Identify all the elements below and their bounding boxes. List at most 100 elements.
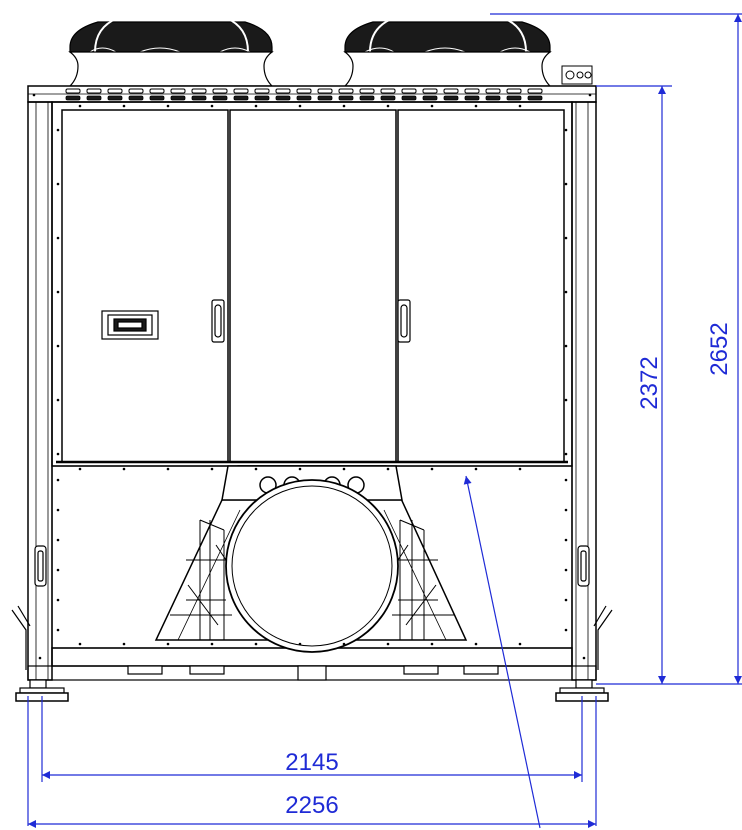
door-handle-left bbox=[211, 299, 225, 343]
bolt-hole bbox=[56, 478, 60, 482]
bolt-hole bbox=[518, 467, 522, 471]
side-handle-right bbox=[577, 545, 590, 587]
bolt-hole bbox=[518, 104, 522, 108]
top-rail-slots bbox=[65, 88, 543, 101]
bolt-hole bbox=[254, 467, 258, 471]
bolt-hole bbox=[564, 538, 568, 542]
rail-slot bbox=[443, 88, 459, 101]
bolt-hole bbox=[474, 467, 478, 471]
bolt-hole bbox=[122, 467, 126, 471]
dim-base-width: 2145 bbox=[285, 749, 338, 776]
leg-right bbox=[555, 605, 613, 702]
bolt-hole bbox=[430, 642, 434, 646]
bolt-hole bbox=[56, 598, 60, 602]
bolt-hole bbox=[564, 478, 568, 482]
leader-line bbox=[463, 475, 541, 829]
dim-frame-height: 2372 bbox=[636, 356, 663, 409]
junction-box bbox=[561, 65, 593, 85]
bolt-hole bbox=[298, 467, 302, 471]
rail-slot bbox=[170, 88, 186, 101]
rail-slot bbox=[401, 88, 417, 101]
bolt-hole bbox=[122, 104, 126, 108]
side-handle-left bbox=[34, 545, 47, 587]
bolt-hole bbox=[78, 642, 82, 646]
bolt-hole bbox=[564, 508, 568, 512]
bolt-hole bbox=[122, 642, 126, 646]
bolt-hole bbox=[582, 656, 586, 660]
bolt-hole bbox=[342, 642, 346, 646]
rail-slot bbox=[65, 88, 81, 101]
dim-overall-height: 2652 bbox=[706, 322, 733, 375]
rail-slot bbox=[191, 88, 207, 101]
bolt-hole bbox=[386, 104, 390, 108]
bolt-hole bbox=[56, 538, 60, 542]
bolt-hole bbox=[430, 104, 434, 108]
brace-line bbox=[405, 584, 437, 626]
rail-slot bbox=[254, 88, 270, 101]
dimension-lines bbox=[27, 13, 742, 829]
rail-slot bbox=[275, 88, 291, 101]
bolt-hole bbox=[386, 467, 390, 471]
bolt-hole bbox=[474, 642, 478, 646]
bolt-hole bbox=[210, 642, 214, 646]
bolt-hole bbox=[298, 642, 302, 646]
bolt-hole bbox=[474, 104, 478, 108]
bolt-hole bbox=[56, 628, 60, 632]
bolt-hole bbox=[78, 467, 82, 471]
rail-slot bbox=[380, 88, 396, 101]
bolt-hole bbox=[564, 568, 568, 572]
fan-left bbox=[68, 17, 274, 87]
bolt-hole bbox=[254, 104, 258, 108]
bolt-hole bbox=[298, 104, 302, 108]
rail-slot bbox=[296, 88, 312, 101]
bolt-hole bbox=[564, 344, 568, 348]
bolt-hole bbox=[56, 182, 60, 186]
door-panels bbox=[56, 109, 568, 464]
bolt-hole bbox=[78, 104, 82, 108]
bolt-hole bbox=[564, 598, 568, 602]
bolt-hole bbox=[564, 236, 568, 240]
fan-right bbox=[343, 17, 552, 87]
rail-slot bbox=[149, 88, 165, 101]
rail-slot bbox=[212, 88, 228, 101]
rail-slot bbox=[422, 88, 438, 101]
bolt-hole bbox=[38, 656, 42, 660]
rail-slot bbox=[464, 88, 480, 101]
bolt-hole bbox=[56, 128, 60, 132]
rail-slot bbox=[338, 88, 354, 101]
bolt-hole bbox=[210, 467, 214, 471]
brace-line bbox=[399, 519, 425, 531]
rail-slot bbox=[86, 88, 102, 101]
bolt-hole bbox=[56, 236, 60, 240]
rail-slot bbox=[485, 88, 501, 101]
brace-line bbox=[199, 519, 225, 531]
bolt-hole bbox=[342, 104, 346, 108]
bolt-hole bbox=[56, 568, 60, 572]
rail-slot bbox=[506, 88, 522, 101]
bolt-hole bbox=[56, 452, 60, 456]
rail-slot bbox=[359, 88, 375, 101]
bolt-hole bbox=[564, 628, 568, 632]
bolt-hole bbox=[386, 642, 390, 646]
bolt-hole bbox=[518, 642, 522, 646]
door-lock-plate bbox=[101, 310, 159, 340]
bolt-hole bbox=[32, 93, 36, 97]
leg-left bbox=[11, 605, 69, 702]
rail-slot bbox=[233, 88, 249, 101]
rail-slot bbox=[107, 88, 123, 101]
bolt-hole bbox=[588, 93, 592, 97]
rail-slot bbox=[317, 88, 333, 101]
brace-line bbox=[187, 584, 219, 626]
dim-overall-width: 2256 bbox=[285, 792, 338, 819]
rail-slot bbox=[128, 88, 144, 101]
bolt-hole bbox=[166, 104, 170, 108]
bolt-hole bbox=[430, 467, 434, 471]
bolt-hole bbox=[56, 290, 60, 294]
bolt-hole bbox=[254, 642, 258, 646]
bolt-hole bbox=[166, 467, 170, 471]
tank bbox=[225, 479, 399, 653]
bolt-hole bbox=[56, 508, 60, 512]
bolt-hole bbox=[564, 182, 568, 186]
bolt-hole bbox=[210, 104, 214, 108]
